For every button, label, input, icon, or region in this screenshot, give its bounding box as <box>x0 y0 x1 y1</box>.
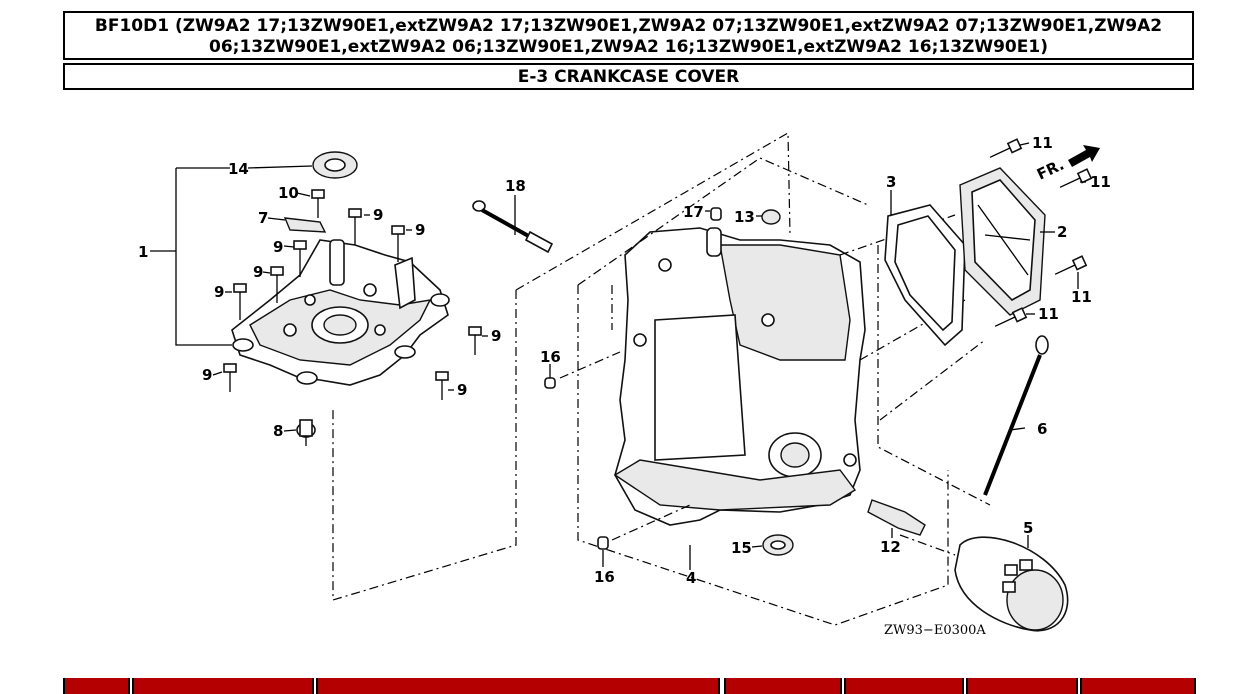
callout-11a: 11 <box>1032 134 1053 152</box>
callout-9c: 9 <box>273 238 283 256</box>
callout-18: 18 <box>505 177 526 195</box>
oil-seal-14-drawing <box>312 151 358 179</box>
callout-14: 14 <box>228 160 249 178</box>
section-title: E-3 CRANKCASE COVER <box>63 63 1194 90</box>
callout-7: 7 <box>258 209 268 227</box>
callout-9h: 9 <box>457 381 467 399</box>
table-col-4[interactable] <box>724 678 842 694</box>
table-col-7[interactable] <box>1080 678 1196 694</box>
callout-9a: 9 <box>373 206 383 224</box>
callout-2: 2 <box>1057 223 1067 241</box>
callout-9f: 9 <box>202 366 212 384</box>
dowel-pin-16a-drawing <box>544 377 556 389</box>
crankcase-cover-drawing <box>231 239 450 386</box>
sender-8-drawing <box>296 419 316 446</box>
callout-9b: 9 <box>415 221 425 239</box>
callout-16a: 16 <box>540 348 561 366</box>
callout-6: 6 <box>1037 420 1047 438</box>
callout-11d: 11 <box>1038 305 1059 323</box>
callout-4: 4 <box>686 569 696 587</box>
seal-13-drawing <box>761 209 781 225</box>
filter-joint-12-drawing <box>867 499 926 536</box>
table-col-2[interactable] <box>132 678 314 694</box>
callout-10: 10 <box>278 184 299 202</box>
callout-3: 3 <box>886 173 896 191</box>
parts-diagram: 1 2 3 4 5 6 7 8 9 9 9 9 9 9 9 9 10 11 11… <box>138 131 1111 638</box>
callout-16b: 16 <box>594 568 615 586</box>
table-col-5[interactable] <box>844 678 964 694</box>
front-direction-label: FR. <box>1034 156 1067 184</box>
callout-15: 15 <box>731 539 752 557</box>
oil-seal-15-drawing <box>762 534 794 556</box>
callout-17: 17 <box>683 203 704 221</box>
table-col-6[interactable] <box>966 678 1078 694</box>
bolts-9-drawing <box>223 189 482 400</box>
table-col-3[interactable] <box>316 678 720 694</box>
callout-11b: 11 <box>1090 173 1111 191</box>
leader-lines <box>212 142 1086 570</box>
callout-12: 12 <box>880 538 901 556</box>
callout-9g: 9 <box>491 327 501 345</box>
callout-13: 13 <box>734 208 755 226</box>
front-direction-arrow <box>1068 145 1100 167</box>
callout-11c: 11 <box>1071 288 1092 306</box>
callout-8: 8 <box>273 422 283 440</box>
breather-cover-2-drawing <box>959 167 1046 316</box>
drawing-code: ZW93−E0300A <box>884 623 986 638</box>
stud-bolt-18-drawing <box>472 200 554 254</box>
dowel-pin-17-drawing <box>710 207 722 221</box>
table-col-1[interactable] <box>63 678 130 694</box>
callout-9e: 9 <box>214 283 224 301</box>
bolts-11-drawing <box>989 138 1093 327</box>
callout-1: 1 <box>138 243 148 261</box>
cylinder-block-drawing <box>613 227 866 526</box>
callout-9d: 9 <box>253 263 263 281</box>
dipstick-6-drawing <box>983 335 1049 496</box>
oil-filter-5-drawing <box>954 536 1069 632</box>
gasket-3-drawing <box>884 204 966 347</box>
dowel-pin-16b-drawing <box>597 536 609 550</box>
model-title: BF10D1 (ZW9A2 17;13ZW90E1,extZW9A2 17;13… <box>63 11 1194 60</box>
bracket-7-drawing <box>283 217 327 233</box>
callout-5: 5 <box>1023 519 1033 537</box>
parts-table-header <box>63 678 1196 694</box>
